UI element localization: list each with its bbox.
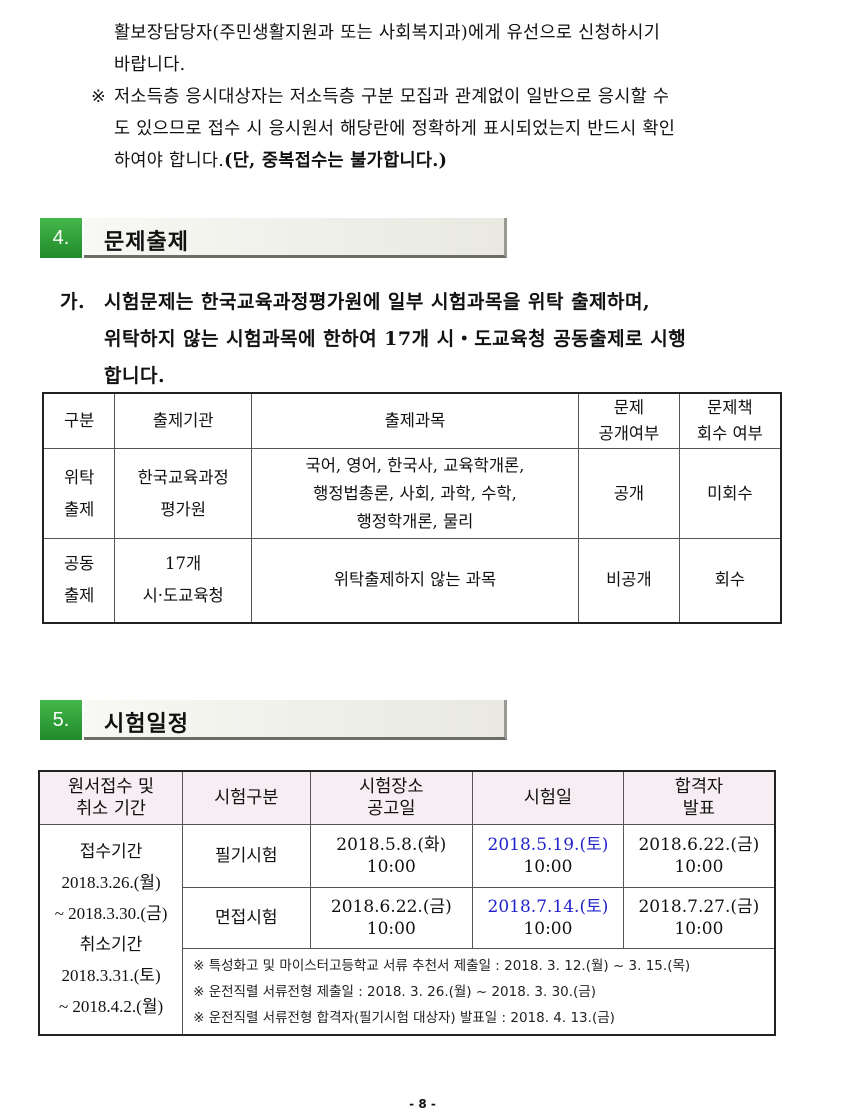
table-cell: 공개 [578, 448, 680, 539]
header-cell: 시험일 [472, 770, 624, 825]
header-cell: 문제 공개여부 [578, 392, 680, 449]
table-row-written-exam: 접수기간 2018.3.26.(월) ~ 2018.3.30.(금) 취소기간 … [38, 824, 776, 1035]
para-line-3: 합니다. [104, 365, 166, 387]
header-cell: 구분 [42, 392, 116, 449]
exam-type: 필기시험 [182, 824, 311, 888]
period-cancel-start: 2018.3.31.(토) [61, 966, 161, 986]
section-5-title: 시험일정 [104, 712, 189, 737]
table-cell: 한국교육과정 평가원 [114, 448, 252, 539]
para-marker: 가. [60, 291, 86, 313]
period-label-apply: 접수기간 [79, 842, 143, 862]
result-date: 2018.6.22.(금) [638, 835, 760, 855]
para-line-2: 위탁하지 않는 시험과목에 한하여 17개 시・도교육청 공동출제로 시행 [104, 328, 687, 350]
table-header-row: 구분 출제기관 출제과목 문제 공개여부 문제책 회수 여부 [42, 392, 782, 449]
table-row-notes: ※ 특성화고 및 마이스터고등학교 서류 추천서 제출일 : 2018. 3. … [39, 948, 776, 1035]
section-4-number: 4. [40, 218, 82, 258]
header-cell: 출제과목 [250, 392, 580, 449]
venue-announce-cell: 2018.6.22.(금)10:00 [309, 887, 474, 949]
question-source-table: 구분 출제기관 출제과목 문제 공개여부 문제책 회수 여부 위탁 출제 한국교… [42, 392, 782, 624]
intro-line-2: 바랍니다. [114, 55, 186, 75]
table-cell: 미회수 [678, 448, 782, 539]
venue-date: 2018.5.8.(화) [336, 835, 447, 855]
exam-date-cell: 2018.5.19.(토)10:00 [472, 824, 624, 888]
table-cell: 회수 [678, 538, 782, 623]
period-label-cancel: 취소기간 [79, 935, 143, 955]
section-5-number: 5. [40, 700, 82, 740]
intro-line-1: 활보장담당자(주민생활지원과 또는 사회복지과)에게 유선으로 신청하시기 [114, 23, 661, 43]
venue-date: 2018.6.22.(금) [330, 897, 452, 917]
table-row: 위탁 출제 한국교육과정 평가원 국어, 영어, 한국사, 교육학개론, 행정법… [42, 448, 782, 539]
section-5-bar [84, 700, 507, 740]
note-line-1: 저소득층 응시대상자는 저소득층 구분 모집과 관계없이 일반으로 응시할 수 [114, 87, 670, 107]
header-cell: 원서접수 및 취소 기간 [38, 770, 184, 825]
exam-type: 면접시험 [182, 887, 311, 949]
note-line-3: 하여야 합니다.(단, 중복접수는 불가합니다.) [114, 145, 447, 177]
section-5-header: 5. 시험일정 [40, 700, 510, 740]
venue-time: 10:00 [366, 919, 416, 939]
note-line-3-plain: 하여야 합니다. [114, 151, 225, 171]
header-cell: 출제기관 [114, 392, 252, 449]
table-cell: 위탁 출제 [42, 448, 116, 539]
note-line-2: 도 있으므로 접수 시 응시원서 해당란에 정확하게 표시되었는지 반드시 확인 [114, 119, 676, 139]
venue-announce-cell: 2018.5.8.(화)10:00 [309, 824, 474, 888]
header-cell: 합격자 발표 [622, 770, 776, 825]
note-item: ※ 운전직렬 서류전형 제출일 : 2018. 3. 26.(월) ~ 2018… [193, 983, 597, 1000]
header-cell: 문제책 회수 여부 [678, 392, 782, 449]
section-4-bar [84, 218, 507, 258]
header-cell: 시험구분 [182, 770, 311, 825]
table-cell: 비공개 [578, 538, 680, 623]
period-apply-start: 2018.3.26.(월) [61, 873, 161, 893]
page-number: - 8 - [409, 1097, 436, 1111]
table-header-row: 원서접수 및 취소 기간 시험구분 시험장소 공고일 시험일 합격자 발표 [38, 770, 776, 825]
table-cell: 국어, 영어, 한국사, 교육학개론, 행정법총론, 사회, 과학, 수학, 행… [250, 448, 580, 539]
exam-date: 2018.7.14.(토) [487, 897, 609, 917]
header-cell: 시험장소 공고일 [309, 770, 474, 825]
result-time: 10:00 [674, 857, 724, 877]
exam-time: 10:00 [523, 919, 573, 939]
period-apply-end: ~ 2018.3.30.(금) [54, 904, 168, 924]
result-cell: 2018.7.27.(금)10:00 [622, 887, 776, 949]
section-4-header: 4. 문제출제 [40, 218, 510, 258]
result-cell: 2018.6.22.(금)10:00 [622, 824, 776, 888]
table-cell: 17개 시·도교육청 [114, 538, 252, 623]
section-4-title: 문제출제 [104, 230, 189, 255]
note-item: ※ 특성화고 및 마이스터고등학교 서류 추천서 제출일 : 2018. 3. … [193, 957, 691, 974]
application-period-cell: 접수기간 2018.3.26.(월) ~ 2018.3.30.(금) 취소기간 … [38, 824, 184, 1035]
note-mark: ※ [91, 87, 106, 107]
note-item: ※ 운전직렬 서류전형 합격자(필기시험 대상자) 발표일 : 2018. 4.… [193, 1009, 615, 1026]
exam-date-cell: 2018.7.14.(토)10:00 [472, 887, 624, 949]
note-line-3-bold: (단, 중복접수는 불가합니다.) [224, 151, 448, 171]
exam-time: 10:00 [523, 857, 573, 877]
table-cell: 공동 출제 [42, 538, 116, 623]
exam-schedule-table: 원서접수 및 취소 기간 시험구분 시험장소 공고일 시험일 합격자 발표 접수… [38, 770, 776, 1036]
venue-time: 10:00 [366, 857, 416, 877]
table-cell: 위탁출제하지 않는 과목 [250, 538, 580, 623]
table-row: 공동 출제 17개 시·도교육청 위탁출제하지 않는 과목 비공개 회수 [42, 538, 782, 623]
result-time: 10:00 [674, 919, 724, 939]
period-cancel-end: ~ 2018.4.2.(월) [58, 997, 164, 1017]
para-line-1: 시험문제는 한국교육과정평가원에 일부 시험과목을 위탁 출제하며, [104, 291, 651, 313]
exam-date: 2018.5.19.(토) [487, 835, 609, 855]
result-date: 2018.7.27.(금) [638, 897, 760, 917]
table-row-interview: 면접시험 2018.6.22.(금)10:00 2018.7.14.(토)10:… [39, 887, 776, 949]
notes-cell: ※ 특성화고 및 마이스터고등학교 서류 추천서 제출일 : 2018. 3. … [182, 948, 776, 1035]
